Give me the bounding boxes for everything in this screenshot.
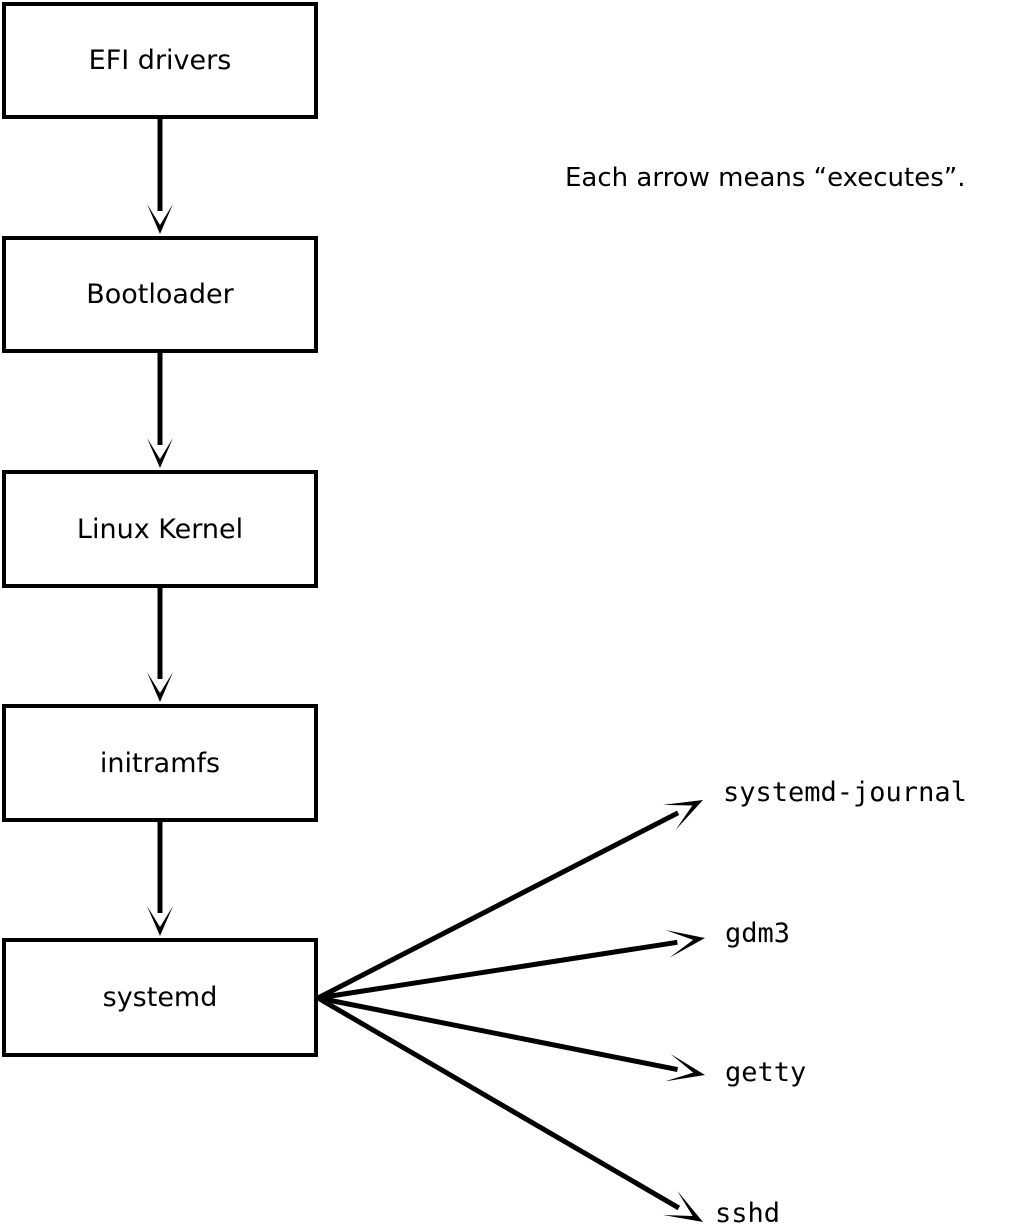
node-efi-drivers[interactable]: EFI drivers: [2, 2, 318, 119]
node-label-linux-kernel: Linux Kernel: [76, 513, 244, 545]
leaf-label-sshd[interactable]: sshd: [715, 1198, 781, 1229]
node-label-systemd: systemd: [102, 982, 218, 1013]
node-label-bootloader: Bootloader: [86, 279, 234, 310]
fanout-arrow-head-getty: [665, 1053, 705, 1082]
chain-arrow-head-3: [147, 906, 173, 936]
node-linux-kernel[interactable]: Linux Kernel: [2, 470, 318, 588]
legend-note: Each arrow means “executes”.: [565, 163, 966, 193]
node-bootloader[interactable]: Bootloader: [2, 236, 318, 353]
node-systemd[interactable]: systemd: [2, 938, 318, 1057]
node-initramfs[interactable]: initramfs: [2, 704, 318, 822]
chain-arrow-head-0: [147, 204, 173, 234]
fanout-arrow-group: [316, 800, 705, 1222]
chain-arrow-group: [147, 119, 173, 936]
leaf-label-gdm3[interactable]: gdm3: [725, 918, 791, 949]
leaf-label-getty[interactable]: getty: [725, 1057, 807, 1088]
chain-arrow-head-1: [147, 438, 173, 468]
node-label-initramfs: initramfs: [99, 747, 221, 779]
chain-arrow-head-2: [147, 672, 173, 702]
fanout-arrow-shaft-sshd: [316, 995, 681, 1211]
leaf-label-systemd-journal[interactable]: systemd-journal: [723, 777, 967, 808]
fanout-arrow-shaft-systemd-journal: [316, 810, 680, 1001]
fanout-arrow-shaft-gdm3: [317, 939, 678, 1001]
fanout-arrow-head-sshd: [663, 1190, 703, 1222]
fanout-arrow-head-gdm3: [665, 929, 705, 958]
fanout-arrow-shaft-getty: [317, 995, 679, 1072]
fanout-arrow-head-systemd-journal: [662, 800, 703, 830]
node-label-efi-drivers: EFI drivers: [88, 45, 232, 76]
